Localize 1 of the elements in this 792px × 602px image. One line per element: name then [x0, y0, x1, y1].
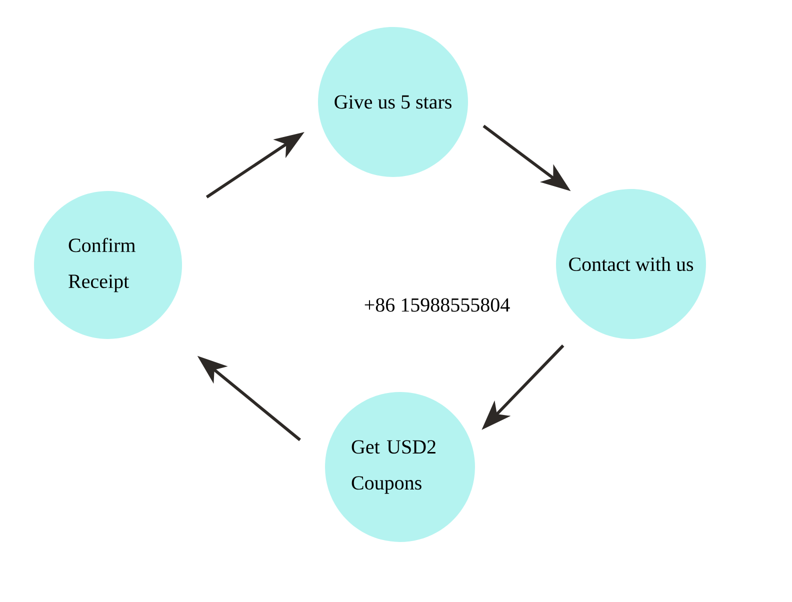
phone-number: +86 15988555804	[364, 298, 510, 312]
